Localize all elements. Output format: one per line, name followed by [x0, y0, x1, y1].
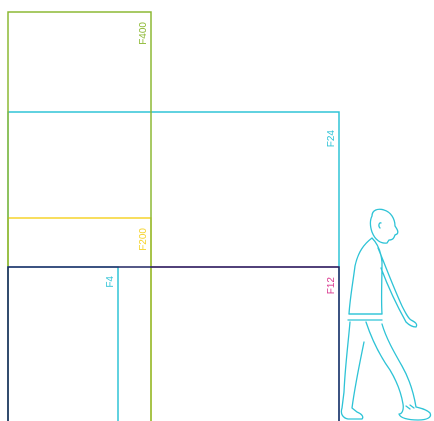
person-belt [347, 313, 383, 321]
frame-f200-outline [7, 217, 152, 421]
frame-f400-label: F400 [138, 22, 149, 45]
frame-base-outline [7, 266, 340, 421]
frame-f200-label: F200 [138, 228, 149, 251]
frame-f12: F12 [151, 266, 339, 295]
person-back-leg [340, 321, 365, 420]
frame-f12-label: F12 [326, 277, 337, 295]
frame-f4-label: F4 [105, 276, 116, 288]
person-front-leg [365, 321, 432, 421]
person-head [369, 208, 399, 244]
person-shoe-laces [405, 404, 415, 410]
frame-base [7, 266, 340, 421]
frame-f4: F4 [7, 266, 119, 421]
frame-f400: F400 [7, 11, 152, 421]
person-torso [348, 237, 383, 315]
walking-person-icon [340, 208, 432, 421]
frame-f200: F200 [7, 217, 152, 421]
person-arm [377, 247, 418, 328]
frame-f4-outline [7, 266, 119, 421]
frame-f24-label: F24 [326, 130, 337, 148]
person-ear [378, 222, 382, 229]
frame-f400-outline [7, 11, 152, 421]
